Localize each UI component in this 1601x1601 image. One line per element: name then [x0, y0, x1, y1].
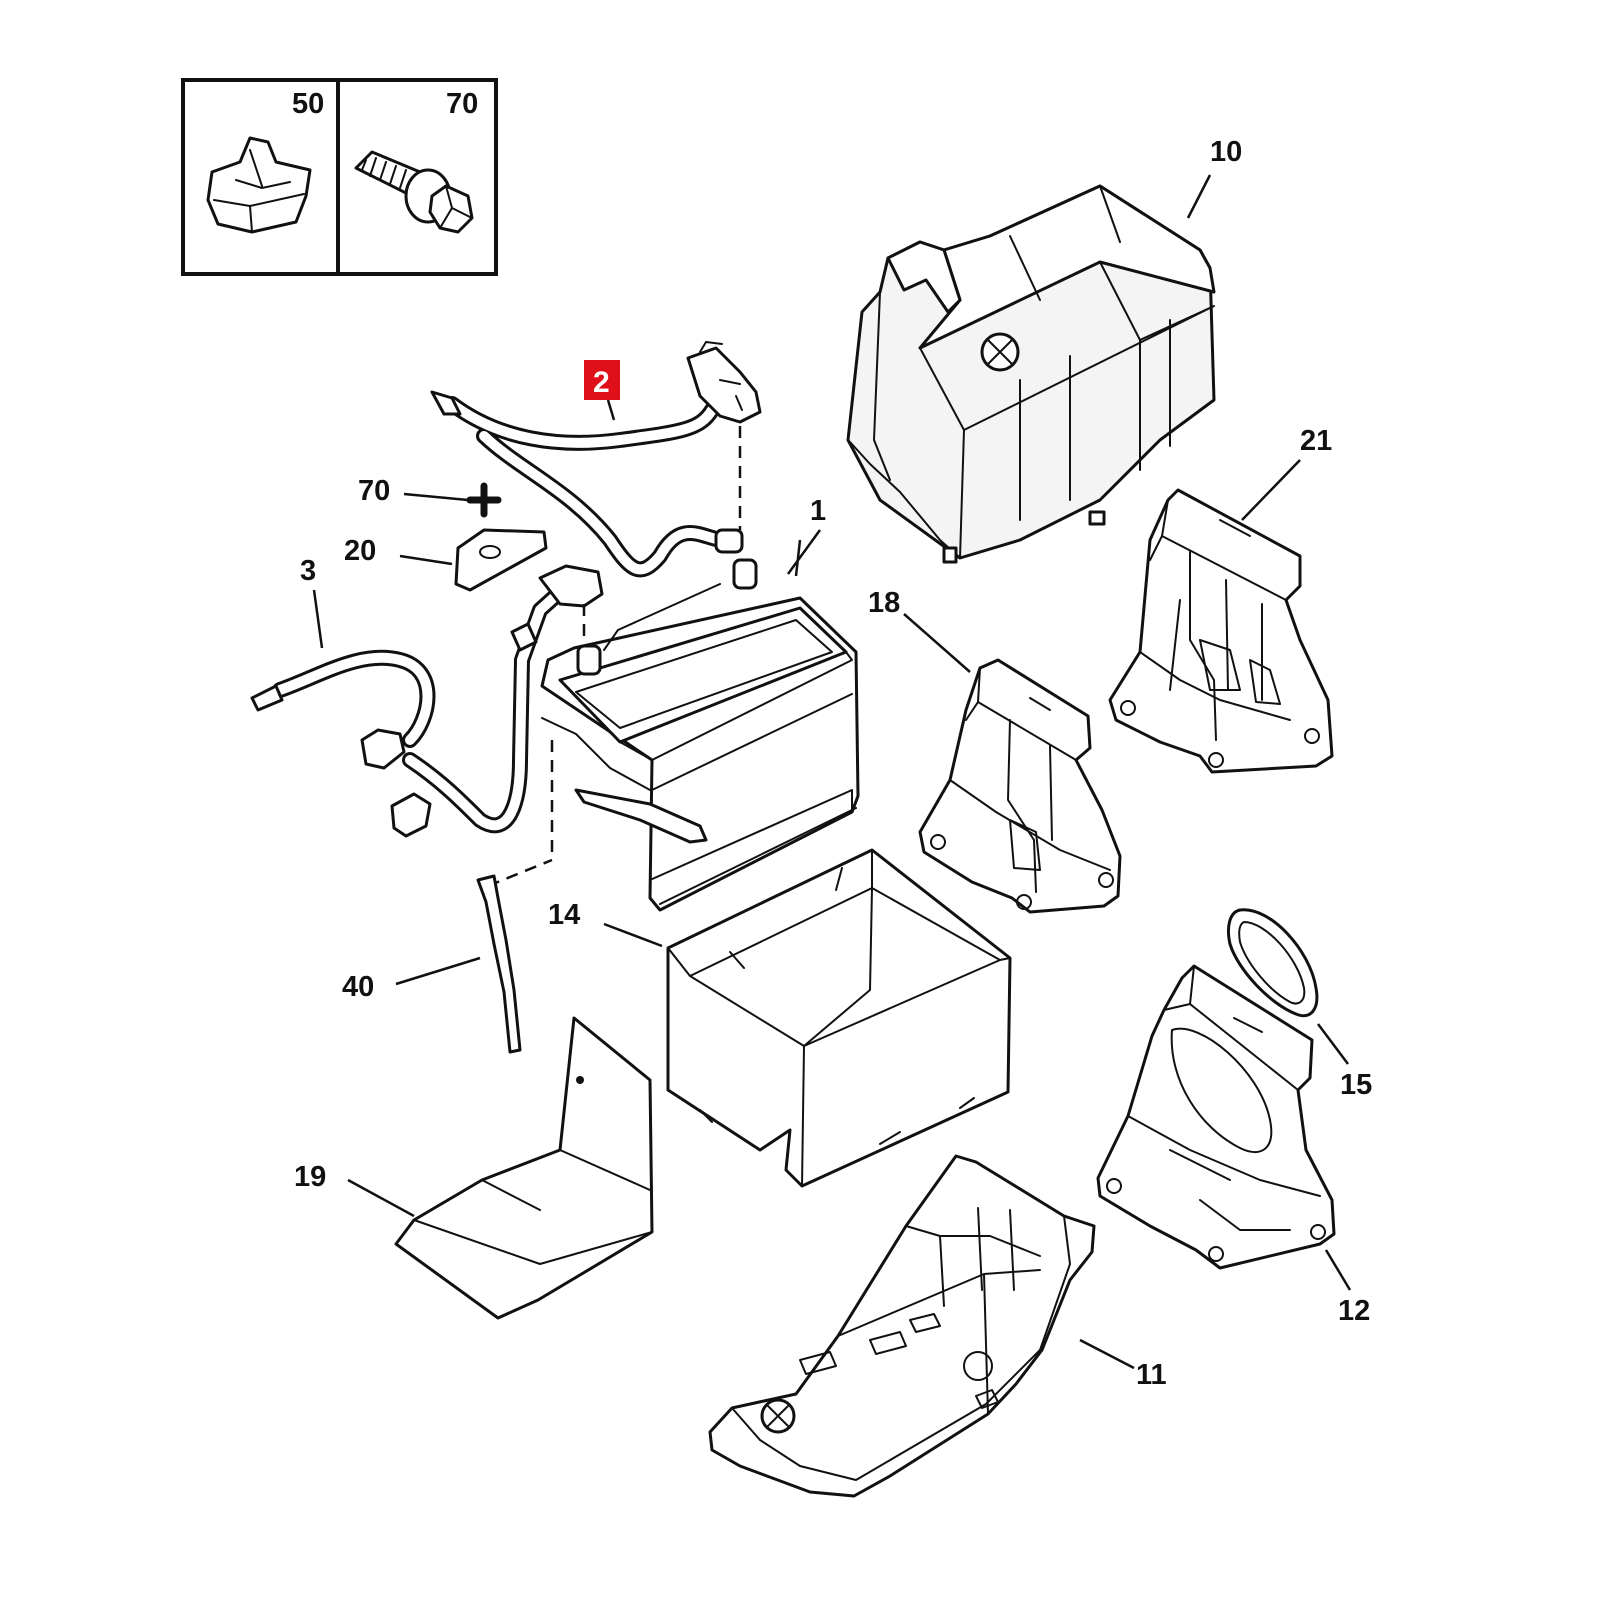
callout-70: 70: [358, 475, 390, 507]
callout-11: 11: [1136, 1359, 1167, 1391]
bracket-18: [918, 658, 1122, 914]
callout-70-inset: 70: [446, 88, 478, 120]
battery-cover: [846, 184, 1216, 564]
bolt-icon: [354, 150, 474, 234]
callout-21: 21: [1300, 425, 1332, 457]
negative-cable: [250, 564, 708, 844]
bracket-21: [1108, 488, 1334, 774]
bracket-12: [1096, 964, 1336, 1270]
inset-box: 50 70: [181, 78, 498, 276]
callout-2-highlight: [584, 360, 620, 400]
battery-clip-icon: [206, 136, 312, 234]
callout-3: 3: [300, 555, 316, 587]
callout-15: 15: [1340, 1069, 1372, 1101]
terminal-cover-20: [454, 528, 548, 592]
callout-19: 19: [294, 1161, 326, 1193]
callout-18: 18: [868, 587, 900, 619]
battery-tray-14: [666, 848, 1012, 1188]
callout-20: 20: [344, 535, 376, 567]
gasket-15: [1226, 908, 1319, 1018]
drain-tube-40: [476, 874, 522, 1054]
terminal-screw-70: [466, 482, 502, 518]
callout-40: 40: [342, 971, 374, 1003]
callout-14: 14: [548, 899, 580, 931]
callout-2: 2: [593, 366, 610, 399]
insulating-mat-19: [394, 1016, 654, 1320]
callout-1: 1: [810, 495, 826, 527]
callout-50: 50: [292, 88, 324, 120]
battery-tray-11: [708, 1154, 1096, 1498]
positive-cable: [430, 341, 762, 578]
callout-12: 12: [1338, 1295, 1370, 1327]
callout-10: 10: [1210, 136, 1242, 168]
battery: [540, 558, 860, 912]
